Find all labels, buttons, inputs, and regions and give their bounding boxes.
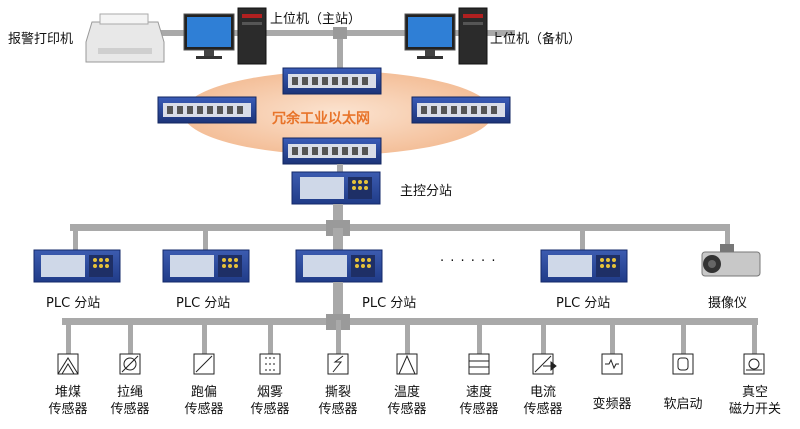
sensor-symbol-deviation	[193, 353, 215, 375]
switch-top	[282, 67, 382, 95]
sensor-label: 电流传感器	[523, 385, 563, 417]
sensor-symbol-temperature	[396, 353, 418, 375]
switch-left	[157, 96, 257, 124]
plc-device-3	[295, 249, 383, 283]
printer-label: 报警打印机	[8, 32, 74, 47]
plc-label-2: PLC 分站	[176, 296, 231, 311]
sensor-symbol-softstart	[672, 353, 694, 375]
computer-backup-icon	[404, 7, 488, 65]
printer-icon	[85, 13, 165, 63]
plc-label-4: PLC 分站	[556, 296, 611, 311]
host-backup-label: 上位机（备机）	[490, 32, 582, 47]
sensor-symbol-speed	[468, 353, 490, 375]
host-main-label: 上位机（主站）	[270, 12, 362, 27]
plc-label-3: PLC 分站	[362, 296, 417, 311]
sensor-symbol-tear	[327, 353, 349, 375]
sensor-label: 速度传感器	[459, 385, 499, 417]
drop-plc-4	[580, 228, 585, 250]
top-bus-drop	[337, 30, 343, 88]
drop-camera	[725, 228, 730, 248]
computer-main-icon	[183, 7, 267, 65]
sensor-label: 软启动	[663, 397, 703, 412]
camera-icon	[701, 244, 761, 277]
sensor-symbol-smoke	[259, 353, 281, 375]
plc-ellipsis: · · · · · ·	[440, 254, 497, 269]
ethernet-ring	[183, 71, 493, 155]
plc-device-1	[33, 249, 121, 283]
switch-right	[411, 96, 511, 124]
main-station-device	[291, 171, 381, 205]
sensor-symbol-inverter	[601, 353, 623, 375]
trunk-plc-sensor	[333, 282, 343, 320]
sensor-label: 拉绳传感器	[110, 385, 150, 417]
sensor-label: 跑偏传感器	[184, 385, 224, 417]
plc-bus	[70, 224, 730, 231]
drop-plc-2	[203, 228, 208, 250]
sensor-label: 变频器	[592, 397, 632, 412]
sensor-label: 堆煤传感器	[48, 385, 88, 417]
drop-plc-1	[73, 228, 78, 250]
trunk-ring-main	[337, 164, 343, 174]
plc-device-4	[540, 249, 628, 283]
sensor-drops	[66, 320, 757, 354]
top-bus-junction	[333, 27, 347, 39]
sensor-symbol-vacuum	[743, 353, 765, 375]
plc-device-2	[162, 249, 250, 283]
trunk-main-bus	[333, 204, 343, 226]
camera-label: 摄像仪	[708, 296, 748, 311]
sensor-symbol-coal	[57, 353, 79, 375]
network-label: 冗余工业以太网	[272, 111, 370, 127]
sensor-symbol-rope	[119, 353, 141, 375]
plc-label-1: PLC 分站	[46, 296, 101, 311]
sensor-label: 烟雾传感器	[250, 385, 290, 417]
switch-bottom	[282, 137, 382, 165]
sensor-label: 撕裂传感器	[318, 385, 358, 417]
sensor-symbol-current	[532, 353, 557, 375]
sensor-label: 温度传感器	[387, 385, 427, 417]
drop-plc-3	[333, 228, 343, 250]
main-station-label: 主控分站	[400, 184, 453, 199]
sensor-label: 真空磁力开关	[728, 385, 781, 417]
